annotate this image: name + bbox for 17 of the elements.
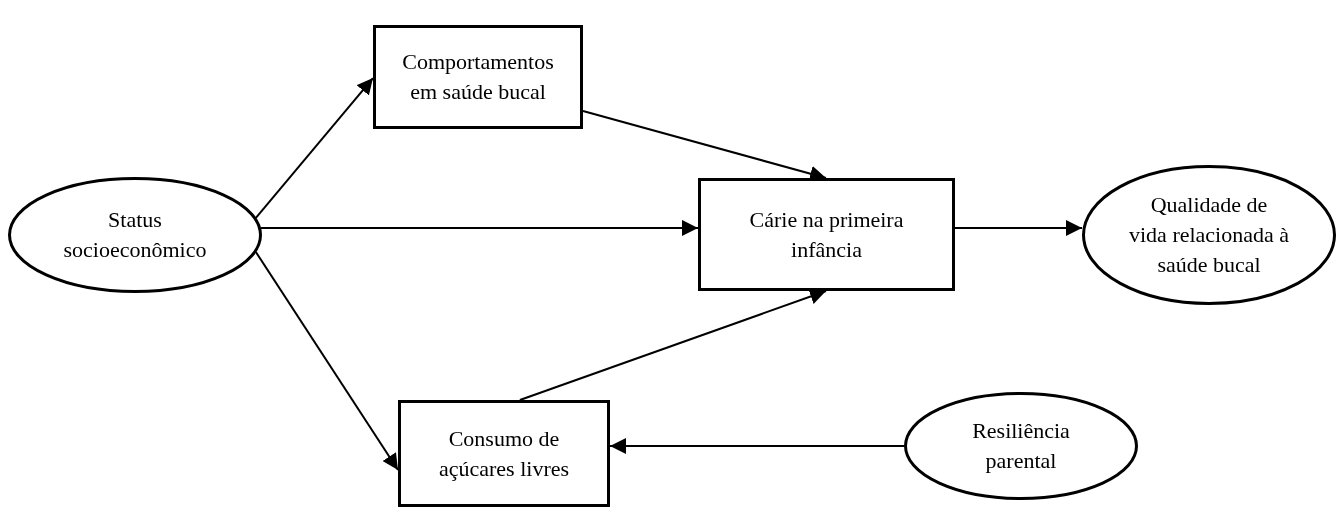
process-box	[398, 400, 610, 507]
arrow	[954, 220, 1083, 236]
arrow	[254, 77, 374, 219]
ellipse-node	[8, 177, 262, 293]
arrow	[254, 251, 399, 471]
process-box	[698, 178, 955, 291]
node-label: Comportamentos em saúde bucal	[401, 48, 555, 106]
ellipse-node	[904, 392, 1138, 500]
arrow	[609, 438, 905, 454]
node-label: Status socioeconômico	[62, 206, 208, 264]
ellipse-node	[1082, 165, 1336, 305]
node-label: Resiliência parental	[971, 417, 1071, 475]
node-label: Consumo de açúcares livres	[437, 424, 571, 483]
arrow	[260, 219, 699, 236]
node-label: Cárie na primeira infância	[748, 205, 905, 264]
node-label: Qualidade de vida relacionada à saúde bucal	[1129, 191, 1289, 279]
process-box	[373, 25, 583, 129]
